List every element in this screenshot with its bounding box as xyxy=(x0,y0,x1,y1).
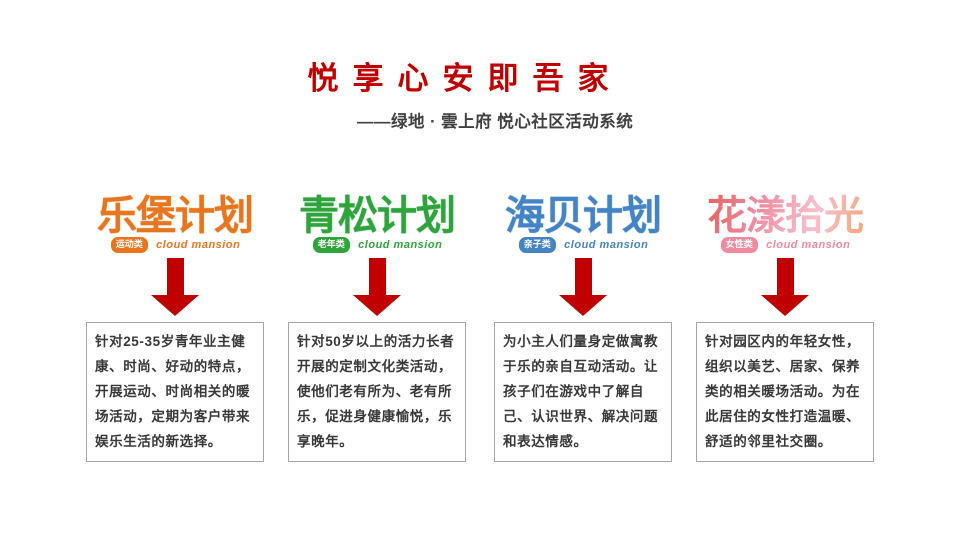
description-text: 针对25-35岁青年业主健康、时尚、好动的特点，开展运动、时尚相关的暖场活动，定… xyxy=(95,334,251,449)
description-box: 为小主人们量身定做寓教于乐的亲自互动活动。让孩子们在游戏中了解自己、认识世界、解… xyxy=(494,322,672,462)
down-arrow-icon xyxy=(353,258,401,316)
program-column-huayang: 花漾拾光 女性类 cloud mansion 针对园区内的年轻女性，组织以美艺、… xyxy=(696,188,874,462)
arrow-head xyxy=(151,295,199,316)
down-arrow-icon xyxy=(151,258,199,316)
program-column-qingsong: 青松计划 老年类 cloud mansion 针对50岁以上的活力长者开展的定制… xyxy=(288,188,466,462)
logo-badge: 老年类 cloud mansion xyxy=(288,236,466,254)
arrow-shaft xyxy=(368,258,386,295)
lebao-logo: 乐堡计划 运动类 cloud mansion xyxy=(86,188,264,254)
description-text: 针对园区内的年轻女性，组织以美艺、居家、保养类的相关暖场活动。为在此居住的女性打… xyxy=(705,334,861,449)
huayang-logo: 花漾拾光 女性类 cloud mansion xyxy=(696,188,874,254)
category-badge: 老年类 xyxy=(311,236,351,254)
arrow-shaft xyxy=(166,258,184,295)
brand-text: cloud mansion xyxy=(766,238,851,251)
arrow-shaft xyxy=(574,258,592,295)
description-text: 针对50岁以上的活力长者开展的定制文化类活动，使他们老有所为、老有所乐，促进身健… xyxy=(297,334,455,449)
description-text: 为小主人们量身定做寓教于乐的亲自互动活动。让孩子们在游戏中了解自己、认识世界、解… xyxy=(503,334,659,449)
logo-wordmark: 海贝计划 xyxy=(505,194,662,238)
page-title: 悦享心安即吾家 xyxy=(307,61,623,96)
logo-badge: 女性类 cloud mansion xyxy=(696,236,874,254)
logo-badge: 运动类 cloud mansion xyxy=(86,236,264,254)
logo-badge: 亲子类 cloud mansion xyxy=(494,236,672,254)
page-subtitle: ——绿地 · 雲上府 悦心社区活动系统 xyxy=(357,113,634,131)
arrow-head xyxy=(559,295,607,316)
logo-wordmark: 乐堡计划 xyxy=(97,194,254,238)
arrow-head xyxy=(353,295,401,316)
program-column-haibei: 海贝计划 亲子类 cloud mansion 为小主人们量身定做寓教于乐的亲自互… xyxy=(494,188,672,462)
down-arrow-icon xyxy=(761,258,809,316)
description-box: 针对园区内的年轻女性，组织以美艺、居家、保养类的相关暖场活动。为在此居住的女性打… xyxy=(696,322,874,462)
logo-wordmark: 青松计划 xyxy=(299,194,456,238)
category-badge: 亲子类 xyxy=(517,236,557,254)
arrow-head xyxy=(761,295,809,316)
qingsong-logo: 青松计划 老年类 cloud mansion xyxy=(288,188,466,254)
description-box: 针对50岁以上的活力长者开展的定制文化类活动，使他们老有所为、老有所乐，促进身健… xyxy=(288,322,466,462)
category-badge: 运动类 xyxy=(109,236,149,254)
category-badge: 女性类 xyxy=(719,236,759,254)
brand-text: cloud mansion xyxy=(358,238,443,251)
arrow-shaft xyxy=(776,258,794,295)
brand-text: cloud mansion xyxy=(564,238,649,251)
down-arrow-icon xyxy=(559,258,607,316)
logo-wordmark: 花漾拾光 xyxy=(696,188,874,244)
haibei-logo: 海贝计划 亲子类 cloud mansion xyxy=(494,188,672,254)
brand-text: cloud mansion xyxy=(156,238,241,251)
description-box: 针对25-35岁青年业主健康、时尚、好动的特点，开展运动、时尚相关的暖场活动，定… xyxy=(86,322,264,462)
program-column-lebao: 乐堡计划 运动类 cloud mansion 针对25-35岁青年业主健康、时尚… xyxy=(86,188,264,462)
